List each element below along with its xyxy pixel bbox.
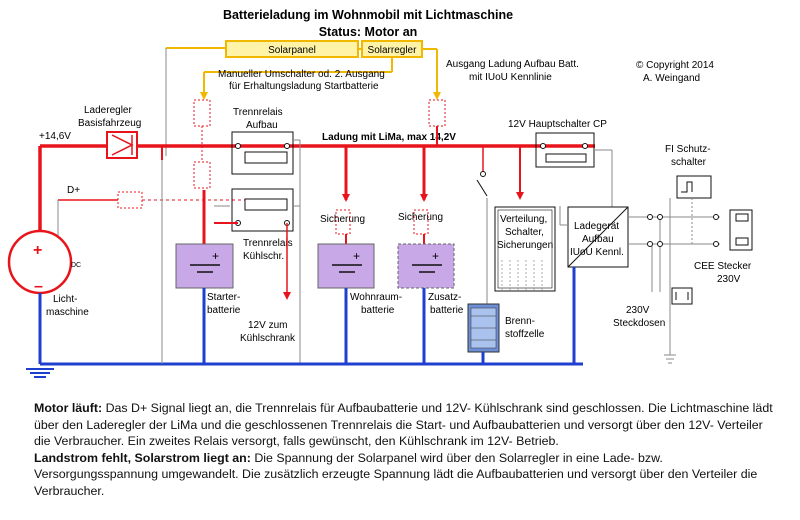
distribution-box: [494, 206, 556, 292]
dplus-label: D+: [67, 185, 80, 196]
relay-aufbau-label-line1: Trennrelais: [233, 107, 283, 118]
socket-icon: [671, 287, 693, 305]
dplus-line: [57, 191, 245, 262]
description-solar-heading: Landstrom fehlt, Solarstrom liegt an:: [34, 450, 251, 465]
alternator: + –: [7, 229, 73, 295]
description-solar-text: Die Spannung der Solarpanel wird über de…: [34, 450, 758, 498]
diagram-status: Status: Motor an: [319, 25, 418, 39]
description-paragraph-motor: Motor läuft: Das D+ Signal liegt an, die…: [34, 400, 774, 450]
charge-line-label: Ladung mit LiMa, max 14,2V: [322, 132, 456, 143]
laderegler-label-line1: Laderegler: [84, 105, 132, 116]
fuse-wohn: [335, 209, 351, 235]
laderegler-box: [106, 131, 138, 159]
zusatz-battery-label-line2: batterie: [430, 305, 464, 316]
cee-label-line1: CEE Stecker: [694, 261, 752, 272]
wohnraum-battery: +: [317, 243, 375, 289]
description-motor-text: Das D+ Signal liegt an, die Trennrelais …: [34, 401, 773, 449]
voltage-14-6-label: +14,6V: [39, 131, 71, 142]
socket-label-line2: Steckdosen: [613, 318, 665, 329]
rcd-box: [676, 175, 712, 199]
output-label-line1: Ausgang Ladung Aufbau Batt.: [446, 59, 579, 70]
fridge-12v-line1: 12V zum: [248, 320, 287, 331]
starter-battery-label-line2: batterie: [207, 305, 241, 316]
charger-box: [567, 206, 629, 268]
dc-label: DC: [71, 262, 81, 269]
cee-label-line2: 230V: [717, 274, 741, 285]
relay-fridge-label-line2: Kühlschr.: [243, 251, 284, 262]
fuse-solar-output: [428, 99, 446, 127]
charger-label-line1: Ladegerät: [574, 221, 619, 232]
manual-switch-line1: Manueller Umschalter od. 2. Ausgang: [218, 69, 385, 80]
solarregler-label: Solarregler: [368, 45, 418, 56]
cee-plug-icon: [729, 209, 753, 251]
distribution-label-line1: Verteilung,: [500, 214, 547, 225]
relay-fridge-label-line1: Trennrelais: [243, 238, 293, 249]
copyright-line2: A. Weingand: [643, 73, 700, 84]
distribution-label-line2: Schalter,: [505, 227, 544, 238]
charger-label-line3: IUoU Kennl.: [570, 247, 624, 258]
starter-fuses: [193, 99, 211, 189]
zusatz-battery: +: [397, 243, 455, 289]
svg-text:+: +: [212, 249, 219, 263]
rcd-label-line2: schalter: [671, 157, 707, 168]
wiring-diagram: Batterieladung im Wohnmobil mit Lichtmas…: [7, 8, 753, 378]
svg-text:+: +: [432, 249, 439, 263]
distribution-label-line3: Sicherungen: [497, 240, 553, 251]
starter-battery-label-line1: Starter-: [207, 292, 240, 303]
ac-wiring: [628, 198, 720, 292]
description-block: Motor läuft: Das D+ Signal liegt an, die…: [34, 400, 774, 500]
laderegler-label-line2: Basisfahrzeug: [78, 118, 141, 129]
svg-text:–: –: [34, 278, 43, 295]
solarpanel-label: Solarpanel: [268, 45, 316, 56]
fuse-zusatz: [413, 209, 429, 235]
socket-label-line1: 230V: [626, 305, 650, 316]
solar-section: Solarpanel Solarregler: [165, 40, 441, 156]
zusatz-battery-label-line1: Zusatz-: [428, 292, 461, 303]
copyright-line1: © Copyright 2014: [636, 60, 714, 71]
fuel-cell-switch: [476, 146, 488, 305]
manual-switch-line2: für Erhaltungsladung Startbatterie: [229, 81, 379, 92]
alternator-label-line1: Licht-: [53, 294, 77, 305]
wohnraum-battery-label-line2: batterie: [361, 305, 395, 316]
description-motor-heading: Motor läuft:: [34, 401, 103, 415]
ground-bus: [26, 362, 583, 378]
relay-aufbau-box: [231, 131, 294, 175]
alternator-label-line2: maschine: [46, 307, 89, 318]
relay-aufbau-label-line2: Aufbau: [246, 120, 278, 131]
fuel-cell-label-line2: stoffzelle: [505, 329, 545, 340]
svg-text:+: +: [33, 242, 42, 259]
starter-battery: +: [175, 243, 234, 289]
description-paragraph-solar: Landstrom fehlt, Solarstrom liegt an: Di…: [34, 450, 774, 500]
fuse-zusatz-label: Sicherung: [398, 212, 443, 223]
output-label-line2: mit IUoU Kennlinie: [469, 72, 552, 83]
rcd-label-line1: FI Schutz-: [665, 144, 711, 155]
wohnraum-battery-label-line1: Wohnraum-: [350, 292, 402, 303]
svg-text:+: +: [353, 249, 360, 263]
relay-fridge-box: [231, 188, 294, 232]
charger-label-line2: Aufbau: [582, 234, 614, 245]
diagram-title: Batterieladung im Wohnmobil mit Lichtmas…: [223, 8, 513, 22]
charge-bus: [38, 144, 595, 232]
fuel-cell-label-line1: Brenn-: [505, 316, 535, 327]
fuel-cell: [467, 303, 500, 353]
fridge-12v-line2: Kühlschrank: [240, 333, 296, 344]
main-switch-label: 12V Hauptschalter CP: [508, 119, 607, 130]
fuse-wohn-label: Sicherung: [320, 214, 365, 225]
